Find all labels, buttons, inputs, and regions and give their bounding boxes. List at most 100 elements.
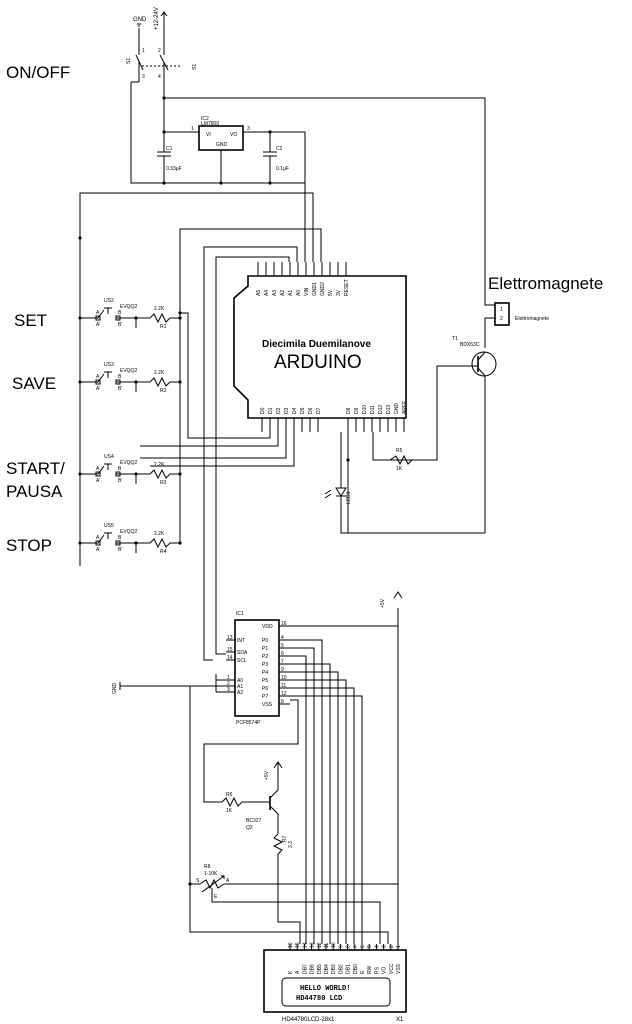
svg-text:2: 2 <box>227 681 230 687</box>
svg-text:VI: VI <box>206 132 211 138</box>
svg-text:3: 3 <box>142 74 145 80</box>
arduino-pin-label: RESET <box>344 279 350 296</box>
svg-text:1: 1 <box>142 48 145 54</box>
svg-text:P0: P0 <box>262 638 268 644</box>
svg-text:P2: P2 <box>262 654 268 660</box>
svg-text:9: 9 <box>338 945 344 948</box>
arduino-title: ARDUINO <box>274 352 362 373</box>
svg-text:LED1: LED1 <box>346 491 352 504</box>
svg-text:10: 10 <box>331 942 337 948</box>
arduino-pin-label: A3 <box>272 290 278 296</box>
supply-5v-q2-icon <box>273 761 283 772</box>
power-section: GND +12-24V S1 S1 1 2 3 4 IC2 LM7809 VI … <box>126 7 495 306</box>
svg-text:3: 3 <box>382 945 388 948</box>
pullup-resistor <box>136 537 180 549</box>
svg-text:B: B <box>118 310 122 316</box>
button-ref: US4 <box>104 454 114 460</box>
svg-text:B: B <box>118 374 122 380</box>
svg-text:5: 5 <box>281 643 284 649</box>
arduino-pin-label: D11 <box>370 405 376 414</box>
svg-text:11: 11 <box>281 683 286 689</box>
label-pausa: PAUSA <box>6 482 63 501</box>
button-ref: US5 <box>104 523 114 529</box>
svg-text:VDD: VDD <box>262 624 273 630</box>
lcd-pin-label: K <box>288 970 294 974</box>
svg-text:+5V: +5V <box>264 770 270 780</box>
svg-text:1K: 1K <box>396 466 403 472</box>
svg-text:R5: R5 <box>396 448 403 454</box>
arduino-pin-label: A5 <box>256 290 262 296</box>
svg-text:1-10K: 1-10K <box>204 871 218 877</box>
svg-text:1: 1 <box>191 126 194 132</box>
svg-text:10: 10 <box>281 675 287 681</box>
lcd-pin-label: VCC <box>389 963 395 974</box>
lcd-screen <box>281 977 391 1007</box>
gnd-symbol <box>137 23 141 27</box>
push-buttons: US2EVQQ2AA'BB'2.2KR1US3EVQQ2AA'BB'2.2KR2… <box>78 298 182 555</box>
svg-text:15: 15 <box>295 942 301 948</box>
svg-text:A': A' <box>96 386 100 392</box>
svg-text:A': A' <box>96 322 100 328</box>
label-start: START/ <box>6 459 65 478</box>
svg-text:A: A <box>96 466 100 472</box>
svg-text:1: 1 <box>396 945 402 948</box>
resistor-ref: R3 <box>160 480 167 486</box>
lcd-body <box>263 949 407 1013</box>
svg-text:B': B' <box>118 478 122 484</box>
svg-text:11: 11 <box>324 943 330 948</box>
resistor-value: 2.2K <box>154 370 165 376</box>
pullup-resistor <box>136 376 180 388</box>
svg-text:B: B <box>118 466 122 472</box>
svg-text:LM7809: LM7809 <box>201 121 219 127</box>
button-part: EVQQ2 <box>120 529 137 535</box>
svg-text:4: 4 <box>281 635 284 641</box>
resistor-ref: R1 <box>160 324 167 330</box>
arduino-pin-label: D10 <box>362 405 368 414</box>
arduino-pin-label: A1 <box>288 290 294 296</box>
svg-text:16: 16 <box>281 621 287 627</box>
lcd-pin-label: DB0 <box>353 964 359 974</box>
led1-icon <box>335 432 348 534</box>
svg-text:1: 1 <box>227 675 230 681</box>
arduino-pin-label: D2 <box>276 407 282 414</box>
lcd-pin-label: DB3 <box>331 964 337 974</box>
svg-text:7: 7 <box>353 945 359 948</box>
lcd-pin-label: RS <box>374 966 380 974</box>
svg-text:C2: C2 <box>276 146 283 152</box>
svg-text:9: 9 <box>281 667 284 673</box>
svg-text:R8: R8 <box>204 864 211 870</box>
svg-text:INT: INT <box>237 638 245 644</box>
svg-text:B': B' <box>118 386 122 392</box>
svg-text:GND: GND <box>216 142 228 148</box>
svg-text:7: 7 <box>281 659 284 665</box>
svg-text:13: 13 <box>310 942 316 948</box>
svg-text:3: 3 <box>247 126 250 132</box>
svg-text:15: 15 <box>227 647 233 653</box>
arduino-pin-label: GND <box>394 403 400 415</box>
svg-text:12: 12 <box>281 691 287 697</box>
resistor-value: 2.2K <box>154 531 165 537</box>
svg-text:12: 12 <box>317 942 323 948</box>
svg-text:A: A <box>96 535 100 541</box>
svg-text:14: 14 <box>227 655 233 661</box>
svg-text:+5V: +5V <box>380 598 386 608</box>
svg-text:P7: P7 <box>262 694 268 700</box>
svg-text:PCF8574P: PCF8574P <box>236 720 261 726</box>
svg-text:A: A <box>96 310 100 316</box>
svg-text:5: 5 <box>367 945 373 948</box>
arduino-pin-label: D0 <box>260 407 266 414</box>
arduino-pin-label: GND2 <box>320 282 326 296</box>
arduino-pin-label: D9 <box>354 407 360 414</box>
arduino-pin-label: D5 <box>300 407 306 414</box>
s1b-label: S1 <box>192 64 198 70</box>
svg-text:R7: R7 <box>282 835 288 842</box>
svg-text:8: 8 <box>281 699 284 705</box>
svg-text:1: 1 <box>500 307 503 313</box>
svg-text:16: 16 <box>288 942 294 948</box>
svg-text:P3: P3 <box>262 662 268 668</box>
svg-text:A': A' <box>96 478 100 484</box>
lcd-pin-label: A <box>295 970 301 974</box>
arduino-pin-label: D12 <box>378 405 384 414</box>
